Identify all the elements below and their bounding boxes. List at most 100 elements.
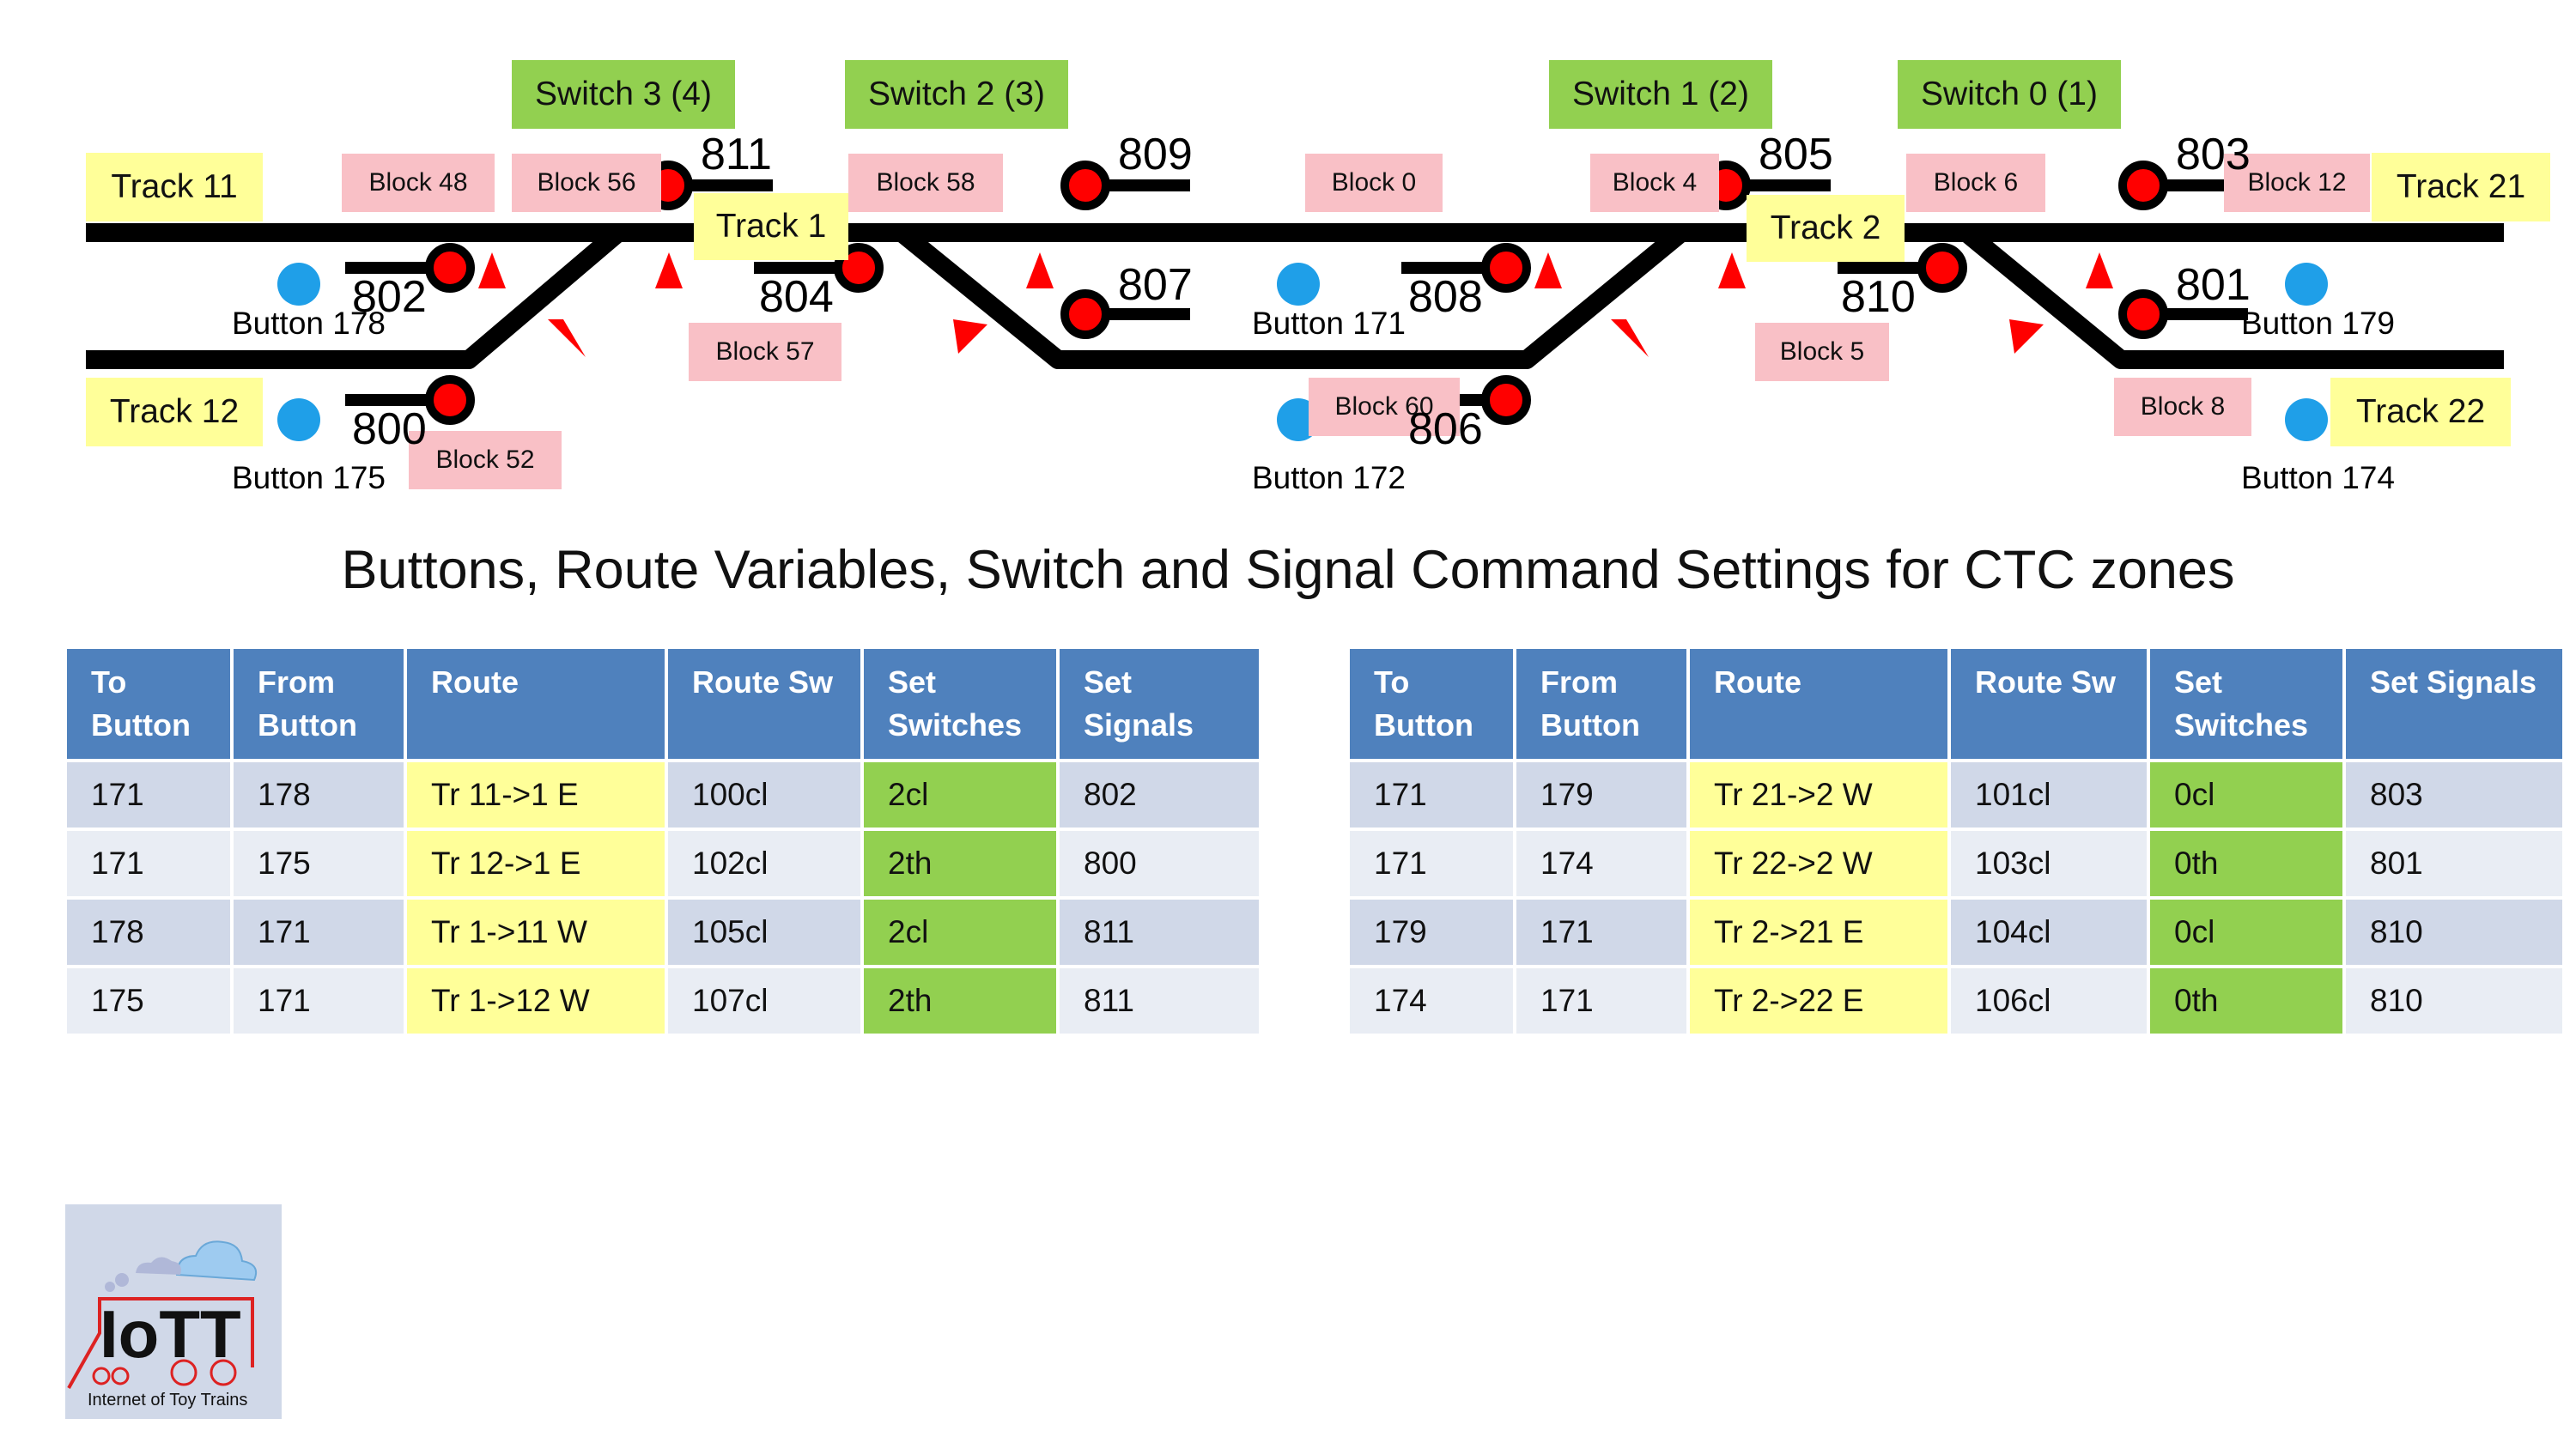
block-5-label: Block 5	[1755, 323, 1889, 381]
button-175-icon[interactable]	[277, 398, 320, 441]
signal-804-head[interactable]	[834, 243, 884, 293]
cell-set-signals: 801	[2346, 831, 2562, 896]
table-row: 171 174 Tr 22->2 W 103cl 0th 801	[1350, 831, 2562, 896]
cell-set-switches: 0cl	[2150, 900, 2342, 965]
signal-809-head[interactable]	[1060, 161, 1110, 210]
table-row: 175 171 Tr 1->12 W 107cl 2th 811	[67, 968, 1259, 1034]
cell-set-switches: 2th	[864, 831, 1056, 896]
track-diagram	[86, 161, 2504, 441]
signal-800-label: 800	[352, 404, 427, 454]
cell-from-button: 178	[234, 762, 404, 828]
button-178-icon[interactable]	[277, 263, 320, 306]
cell-route-sw: 104cl	[1951, 900, 2147, 965]
cell-set-switches: 2cl	[864, 900, 1056, 965]
block-0-label: Block 0	[1305, 154, 1443, 212]
cell-route-sw: 100cl	[668, 762, 860, 828]
cell-set-signals: 810	[2346, 968, 2562, 1034]
wheel-icon	[92, 1367, 111, 1385]
track-1-label: Track 1	[694, 193, 848, 260]
column-header-route: Route	[407, 649, 665, 759]
cell-from-button: 175	[234, 831, 404, 896]
switch-1-label: Switch 1 (2)	[1549, 60, 1772, 129]
cell-route-sw: 102cl	[668, 831, 860, 896]
block-60-label: Block 60	[1309, 378, 1460, 436]
page-title: Buttons, Route Variables, Switch and Sig…	[341, 540, 2235, 600]
signal-804-label: 804	[759, 272, 834, 322]
cell-route: Tr 22->2 W	[1690, 831, 1947, 896]
cloud-icon	[175, 1240, 258, 1282]
track-21-label: Track 21	[2372, 153, 2550, 221]
iott-logo: IoTT Internet of Toy Trains	[65, 1204, 282, 1419]
signal-807-head[interactable]	[1060, 289, 1110, 339]
smoke-icon	[105, 1282, 115, 1292]
signal-803-head[interactable]	[2118, 161, 2168, 210]
signal-810-label: 810	[1841, 272, 1916, 322]
arrow-diagonal-icon	[548, 319, 586, 357]
switch-2-label: Switch 2 (3)	[845, 60, 1068, 129]
block-56-label: Block 56	[512, 154, 661, 212]
cell-set-switches: 0th	[2150, 831, 2342, 896]
cell-set-switches: 2cl	[864, 762, 1056, 828]
block-6-label: Block 6	[1906, 154, 2045, 212]
cell-set-signals: 803	[2346, 762, 2562, 828]
smoke-icon	[115, 1273, 129, 1287]
cell-from-button: 179	[1516, 762, 1686, 828]
signal-802-label: 802	[352, 272, 427, 322]
signal-808-head[interactable]	[1481, 243, 1531, 293]
signal-807-label: 807	[1118, 260, 1193, 310]
signal-802-head[interactable]	[425, 243, 475, 293]
table-row: 171 179 Tr 21->2 W 101cl 0cl 803	[1350, 762, 2562, 828]
rail-track-12-side	[86, 225, 625, 369]
cell-set-switches: 0cl	[2150, 762, 2342, 828]
button-174-icon[interactable]	[2285, 398, 2328, 441]
logo-subtitle: Internet of Toy Trains	[88, 1391, 247, 1410]
cell-set-switches: 2th	[864, 968, 1056, 1034]
signal-806-head[interactable]	[1481, 375, 1531, 425]
wheel-icon	[111, 1367, 130, 1385]
button-171-icon[interactable]	[1277, 263, 1320, 306]
block-58-label: Block 58	[848, 154, 1003, 212]
track-11-label: Track 11	[86, 153, 263, 221]
button-175-label: Button 175	[232, 460, 386, 495]
direction-arrows	[478, 252, 2113, 357]
cell-route-sw: 107cl	[668, 968, 860, 1034]
signal-801-label: 801	[2176, 260, 2251, 310]
rail-track-22-side	[1960, 225, 2504, 369]
table-row: 171 175 Tr 12->1 E 102cl 2th 800	[67, 831, 1259, 896]
block-57-label: Block 57	[689, 323, 841, 381]
cell-from-button: 171	[1516, 968, 1686, 1034]
signal-heads	[425, 161, 2168, 425]
cell-to-button: 171	[67, 831, 230, 896]
signal-801-head[interactable]	[2118, 289, 2168, 339]
signal-808-label: 808	[1408, 272, 1483, 322]
button-178-label: Button 178	[232, 306, 386, 341]
button-174-label: Button 174	[2241, 460, 2395, 495]
cell-route: Tr 2->22 E	[1690, 968, 1947, 1034]
table-row: 171 178 Tr 11->1 E 100cl 2cl 802	[67, 762, 1259, 828]
cell-set-signals: 811	[1060, 968, 1259, 1034]
cell-to-button: 171	[1350, 762, 1513, 828]
signal-803-label: 803	[2176, 130, 2251, 179]
button-179-icon[interactable]	[2285, 263, 2328, 306]
arrow-up-icon	[1534, 252, 1562, 288]
column-header-route-sw: Route Sw	[1951, 649, 2147, 759]
column-header-route-sw: Route Sw	[668, 649, 860, 759]
signal-810-head[interactable]	[1917, 243, 1967, 293]
block-4-label: Block 4	[1590, 154, 1719, 212]
arrow-diagonal-icon	[1611, 319, 1649, 357]
logo-graphic: IoTT Internet of Toy Trains	[67, 1240, 258, 1410]
cell-route: Tr 2->21 E	[1690, 900, 1947, 965]
table-row: 179 171 Tr 2->21 E 104cl 0cl 810	[1350, 900, 2562, 965]
cell-set-signals: 810	[2346, 900, 2562, 965]
signal-800-head[interactable]	[425, 375, 475, 425]
signal-811-label: 811	[701, 130, 772, 179]
train-outline-icon	[67, 1297, 254, 1389]
cell-to-button: 179	[1350, 900, 1513, 965]
